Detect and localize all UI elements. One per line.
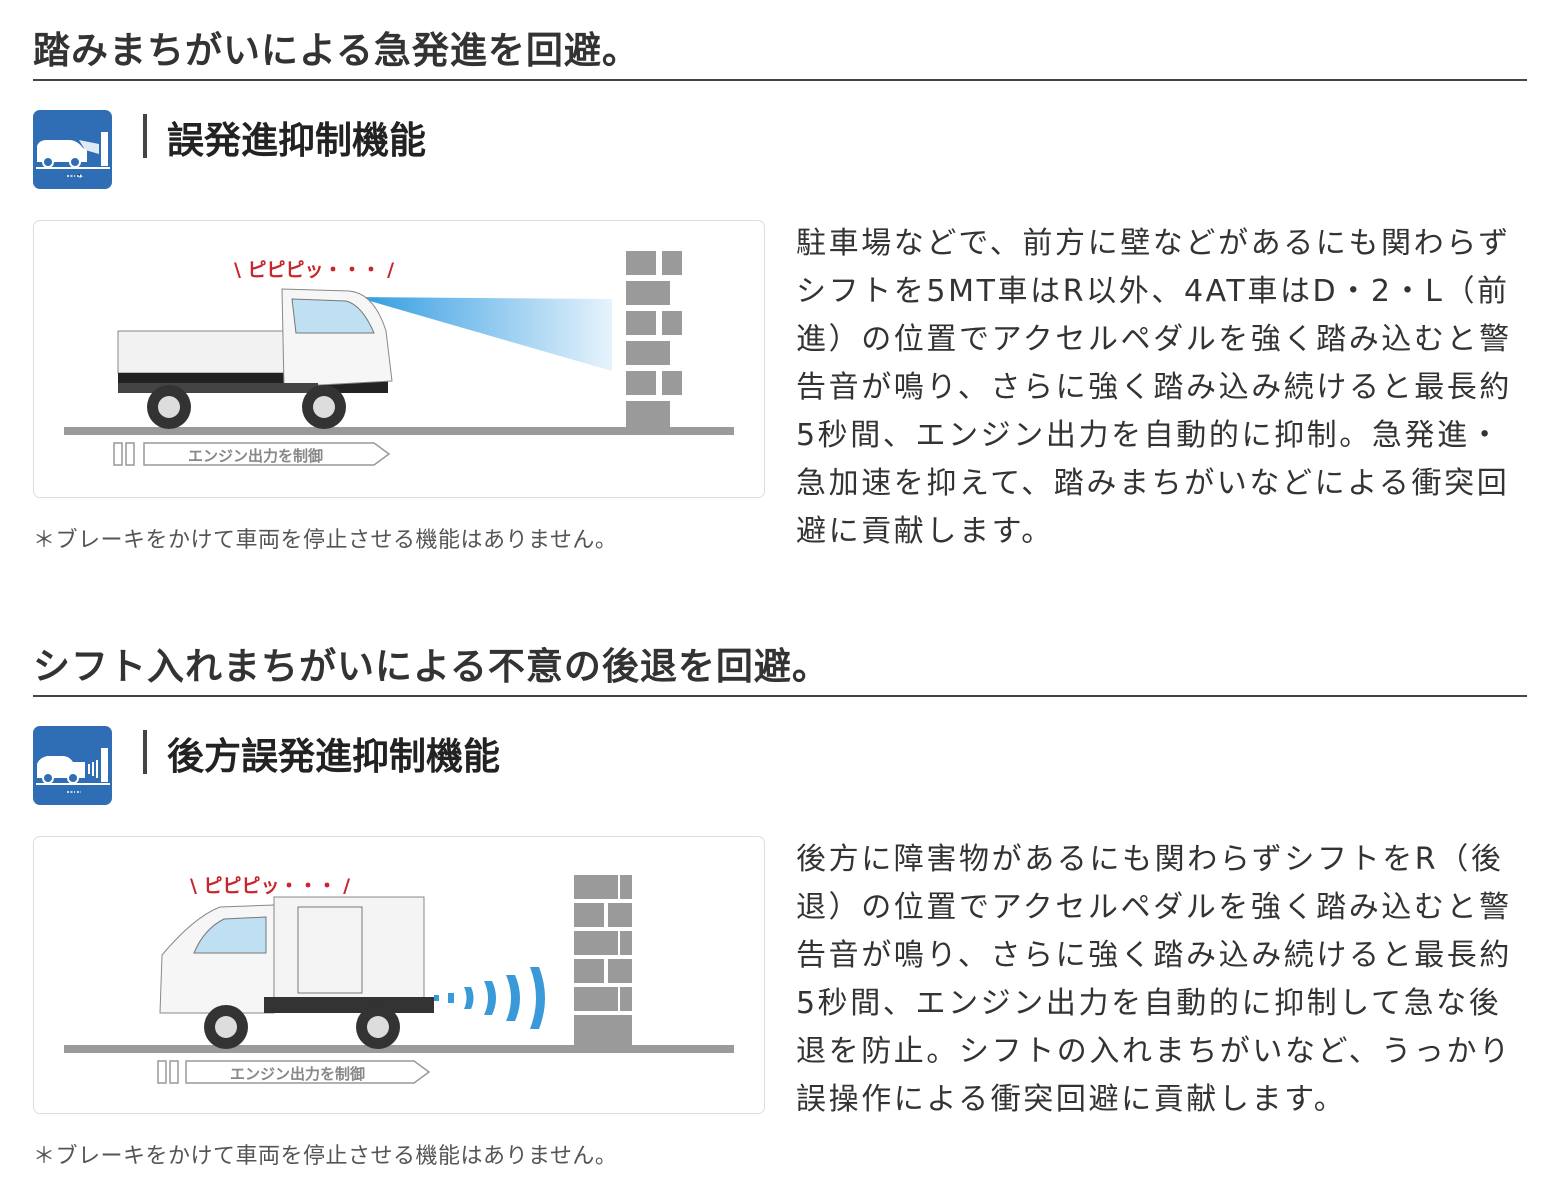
feature-title: 誤発進抑制機能 xyxy=(167,119,426,162)
truck-rear-illustration xyxy=(64,875,734,1084)
forward-misstart-icon xyxy=(33,110,112,189)
feature-description: 駐車場などで、前方に壁などがあるにも関わらずシフトを5MT車はR以外、4AT車は… xyxy=(796,226,1512,549)
warning-beep-label: \ ピピピッ・・・ / xyxy=(190,875,351,897)
subtitle-bar xyxy=(143,730,147,774)
footnote: ＊ブレーキをかけて車両を停止させる機能はありません。 xyxy=(33,528,618,553)
footnote: ＊ブレーキをかけて車両を停止させる機能はありません。 xyxy=(33,1144,618,1169)
divider xyxy=(33,695,1527,697)
section-heading: シフト入れまちがいによる不意の後退を回避。 xyxy=(33,645,830,688)
truck-front-illustration xyxy=(64,251,734,466)
divider xyxy=(33,79,1527,81)
feature-description: 後方に障害物があるにも関わらずシフトをR（後退）の位置でアクセルペダルを強く踏み… xyxy=(796,842,1512,1117)
feature-illustration: \ ピピピッ・・・ / エンジン出力を制御 xyxy=(33,220,765,498)
engine-control-label: エンジン出力を制御 xyxy=(188,447,324,465)
warning-beep-label: \ ピピピッ・・・ / xyxy=(234,259,395,281)
engine-control-label: エンジン出力を制御 xyxy=(230,1065,366,1083)
feature-title: 後方誤発進抑制機能 xyxy=(167,735,500,778)
subtitle-bar xyxy=(143,114,147,158)
rear-misstart-icon xyxy=(33,726,112,805)
feature-illustration: \ ピピピッ・・・ / エンジン出力を制御 xyxy=(33,836,765,1114)
section-heading: 踏みまちがいによる急発進を回避。 xyxy=(33,29,640,72)
